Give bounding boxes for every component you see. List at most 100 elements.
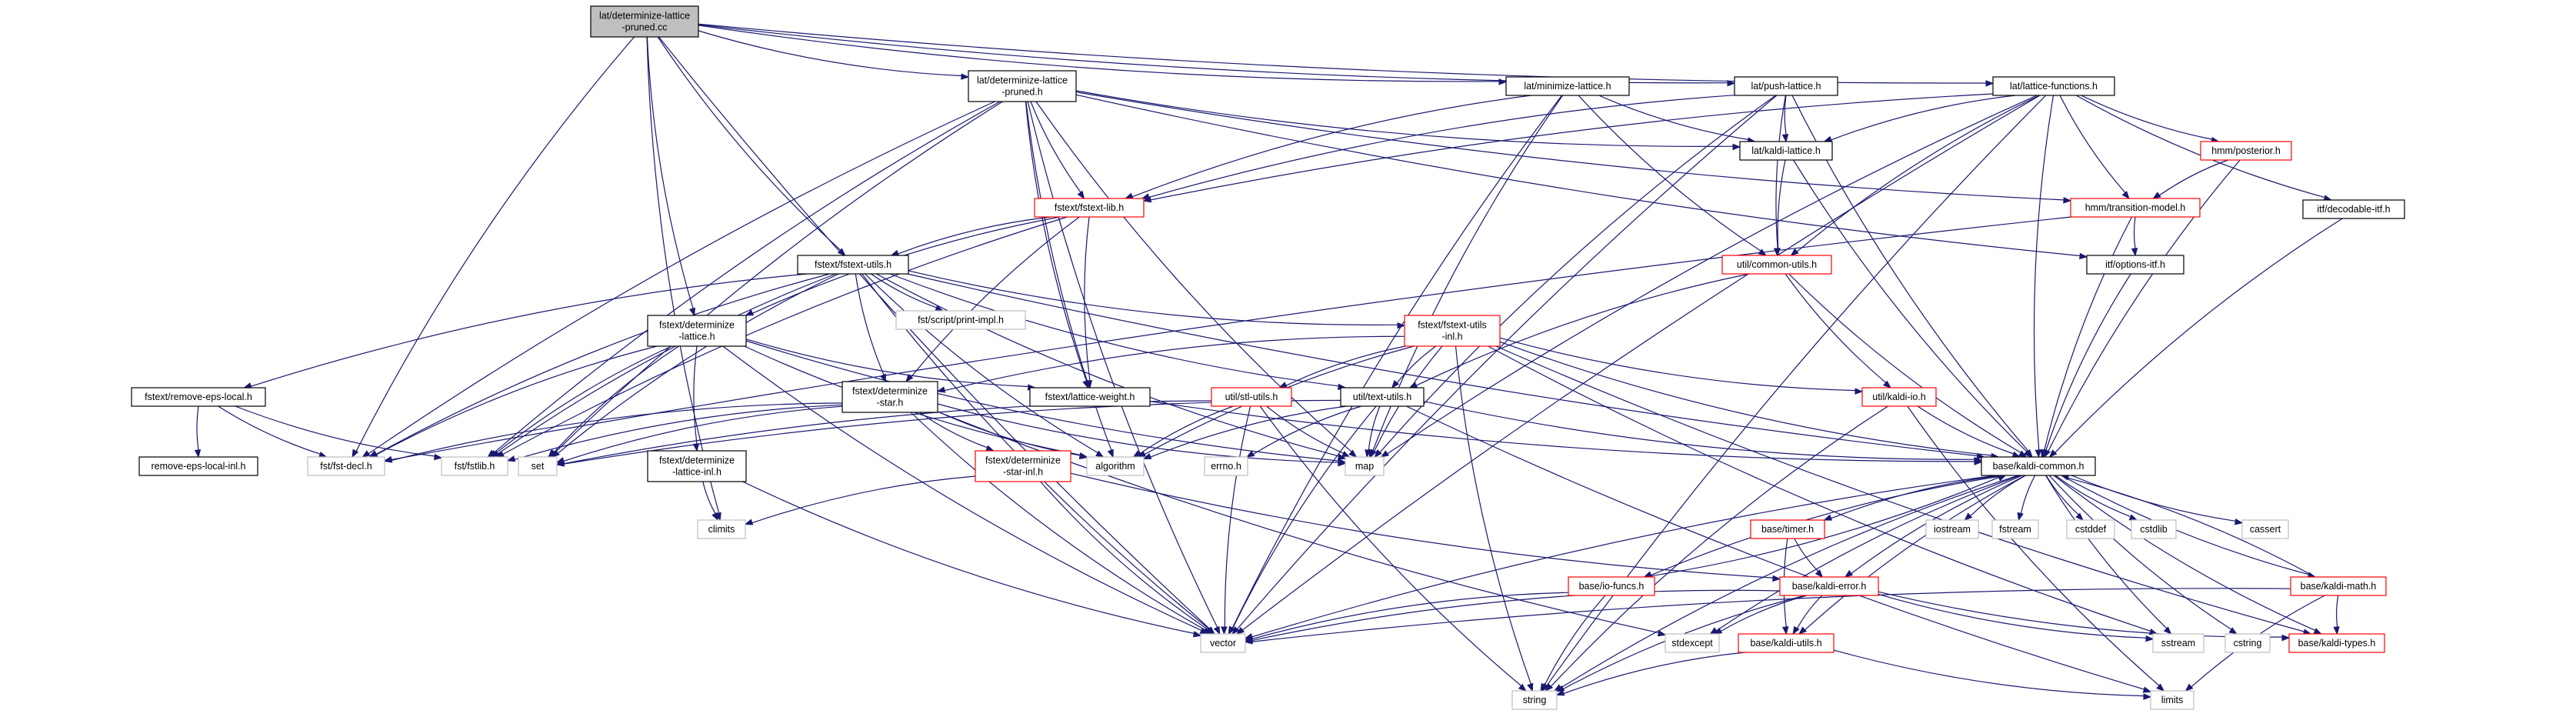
node-kaldi-math[interactable]: base/kaldi-math.h bbox=[2290, 576, 2387, 596]
edge-common-utils-to-kaldi-io bbox=[1785, 273, 1891, 389]
edge-fstext-utils-to-fstext-utils-inl bbox=[908, 270, 1406, 329]
node-label: util/stl-utils.h bbox=[1225, 392, 1278, 402]
edge-push-to-fstext-lib bbox=[1141, 95, 1735, 200]
node-label: -pruned.cc bbox=[622, 22, 667, 33]
node-common-utils[interactable]: util/common-utils.h bbox=[1721, 255, 1832, 275]
edge-kaldi-common-to-kaldi-utils bbox=[1798, 475, 2026, 635]
node-label: algorithm bbox=[1095, 461, 1135, 472]
node-label: climits bbox=[708, 524, 735, 535]
edge-kaldi-common-to-cstring bbox=[2048, 475, 2238, 635]
edge-arrowhead bbox=[1781, 134, 1789, 143]
node-latfun[interactable]: lat/lattice-functions.h bbox=[1992, 76, 2115, 96]
edge-arrowhead bbox=[1380, 450, 1390, 458]
node-box bbox=[1204, 456, 1248, 476]
edge-arrowhead bbox=[2034, 449, 2041, 459]
edge-arrowhead bbox=[362, 450, 371, 458]
node-dlp-h[interactable]: lat/determinize-lattice-pruned.h bbox=[968, 70, 1077, 102]
node-remove-eps-inl[interactable]: remove-eps-local-inl.h bbox=[138, 456, 258, 476]
edge-arrowhead bbox=[961, 73, 970, 80]
node-decodable[interactable]: itf/decodable-itf.h bbox=[2302, 199, 2405, 219]
edge-line bbox=[2061, 475, 2309, 575]
edge-latfun-to-fstext-lib bbox=[1142, 93, 1994, 203]
edge-line bbox=[698, 30, 962, 77]
edge-line bbox=[1237, 95, 1778, 630]
edge-arrowhead bbox=[548, 449, 556, 459]
edge-line bbox=[657, 36, 841, 251]
edge-latfun-to-kaldi-common bbox=[2033, 95, 2054, 459]
node-fstext-utils-inl[interactable]: fstext/fstext-utils-inl.h bbox=[1404, 315, 1501, 347]
node-options-itf[interactable]: itf/options-itf.h bbox=[2086, 255, 2184, 275]
node-io-funcs[interactable]: base/io-funcs.h bbox=[1568, 576, 1655, 596]
edge-text-utils-to-vector bbox=[1228, 405, 1377, 635]
node-fstext-utils[interactable]: fstext/fstext-utils.h bbox=[797, 255, 909, 275]
edge-arrowhead bbox=[1231, 626, 1240, 635]
node-box bbox=[441, 456, 508, 476]
node-kaldi-common[interactable]: base/kaldi-common.h bbox=[1981, 456, 2096, 476]
edge-arrowhead bbox=[194, 449, 202, 459]
edge-line bbox=[2159, 159, 2228, 196]
node-box bbox=[1505, 76, 1630, 96]
edge-arrowhead bbox=[744, 519, 754, 525]
node-timer[interactable]: base/timer.h bbox=[1750, 519, 1825, 539]
node-label: stdexcept bbox=[1671, 638, 1713, 649]
node-label: fstext/fstext-utils bbox=[1418, 320, 1487, 331]
node-remove-eps[interactable]: fstext/remove-eps-local.h bbox=[131, 387, 266, 407]
node-transition[interactable]: hmm/transition-model.h bbox=[2070, 198, 2201, 218]
node-lattice-weight[interactable]: fstext/lattice-weight.h bbox=[1029, 387, 1151, 407]
node-fstext-lib[interactable]: fstext/fstext-lib.h bbox=[1034, 198, 1145, 218]
node-label: util/text-utils.h bbox=[1353, 392, 1411, 402]
edge-line bbox=[1788, 273, 2021, 454]
edge-line bbox=[1833, 649, 2144, 697]
edge-text-utils-to-limits bbox=[1406, 405, 2152, 693]
node-box bbox=[1861, 387, 1937, 407]
edge-arrowhead bbox=[2142, 686, 2152, 693]
node-fstext-det-lat[interactable]: fstext/determinize-lattice.h bbox=[647, 315, 747, 347]
edge-line bbox=[391, 216, 2071, 461]
edge-arrowhead bbox=[2041, 449, 2048, 459]
edge-arrowhead bbox=[745, 309, 755, 316]
edge-fstext-det-lat-to-det-lat-inl bbox=[692, 345, 700, 452]
node-minimize[interactable]: lat/minimize-lattice.h bbox=[1505, 76, 1630, 96]
edge-line bbox=[1878, 593, 2147, 639]
edge-text-utils-to-errno bbox=[1245, 405, 1362, 458]
edge-arrowhead bbox=[2313, 628, 2323, 635]
edge-arrowhead bbox=[1657, 630, 1667, 637]
node-label: lat/push-lattice.h bbox=[1751, 81, 1821, 92]
node-kaldi-error[interactable]: base/kaldi-error.h bbox=[1779, 576, 1879, 596]
edge-line bbox=[1231, 95, 1563, 629]
node-posterior[interactable]: hmm/posterior.h bbox=[2200, 141, 2292, 161]
node-kaldi-lattice[interactable]: lat/kaldi-lattice.h bbox=[1739, 141, 1833, 161]
edge-line bbox=[876, 273, 1339, 457]
node-push[interactable]: lat/push-lattice.h bbox=[1734, 76, 1838, 96]
edge-line bbox=[1796, 595, 1823, 629]
edge-line bbox=[1232, 405, 1377, 629]
node-fstext-det-star[interactable]: fstext/determinize-star.h bbox=[841, 381, 938, 413]
edge-arrowhead bbox=[2152, 192, 2161, 199]
node-det-star-inl[interactable]: fstext/determinize-star-inl.h bbox=[975, 450, 1071, 482]
node-kaldi-types[interactable]: base/kaldi-types.h bbox=[2288, 633, 2385, 653]
edge-latfun-to-map bbox=[1380, 95, 2038, 458]
edge-remove-eps-to-fstlib bbox=[235, 405, 443, 461]
edge-fstext-utils-to-print-impl bbox=[870, 273, 944, 312]
edge-arrowhead bbox=[1365, 449, 1371, 459]
edge-fstext-lib-to-fstlib bbox=[495, 216, 1068, 458]
edge-line bbox=[218, 405, 321, 455]
node-kaldi-utils[interactable]: base/kaldi-utils.h bbox=[1738, 633, 1835, 653]
node-root[interactable]: lat/determinize-lattice-pruned.cc bbox=[590, 5, 699, 38]
edge-line bbox=[698, 23, 1987, 84]
node-label: cstring bbox=[2234, 638, 2262, 649]
edge-kaldi-io-to-string bbox=[1545, 405, 1888, 692]
node-box bbox=[2200, 141, 2292, 161]
node-det-lat-inl[interactable]: fstext/determinize-lattice-inl.h bbox=[647, 450, 747, 482]
node-box bbox=[1029, 387, 1151, 407]
edge-push-to-map bbox=[1374, 95, 1777, 459]
node-kaldi-io[interactable]: util/kaldi-io.h bbox=[1861, 387, 1937, 407]
node-stl-utils[interactable]: util/stl-utils.h bbox=[1211, 387, 1292, 407]
edge-line bbox=[698, 24, 1728, 84]
node-text-utils[interactable]: util/text-utils.h bbox=[1340, 387, 1425, 407]
edge-transition-to-fst-decl bbox=[383, 216, 2071, 463]
node-box bbox=[1034, 198, 1145, 218]
node-label: fstext/fstext-lib.h bbox=[1055, 202, 1124, 213]
edge-kaldi-math-to-kaldi-types bbox=[2333, 595, 2340, 635]
graph-nodes: lat/determinize-lattice-pruned.cc lat/det… bbox=[131, 5, 2405, 710]
